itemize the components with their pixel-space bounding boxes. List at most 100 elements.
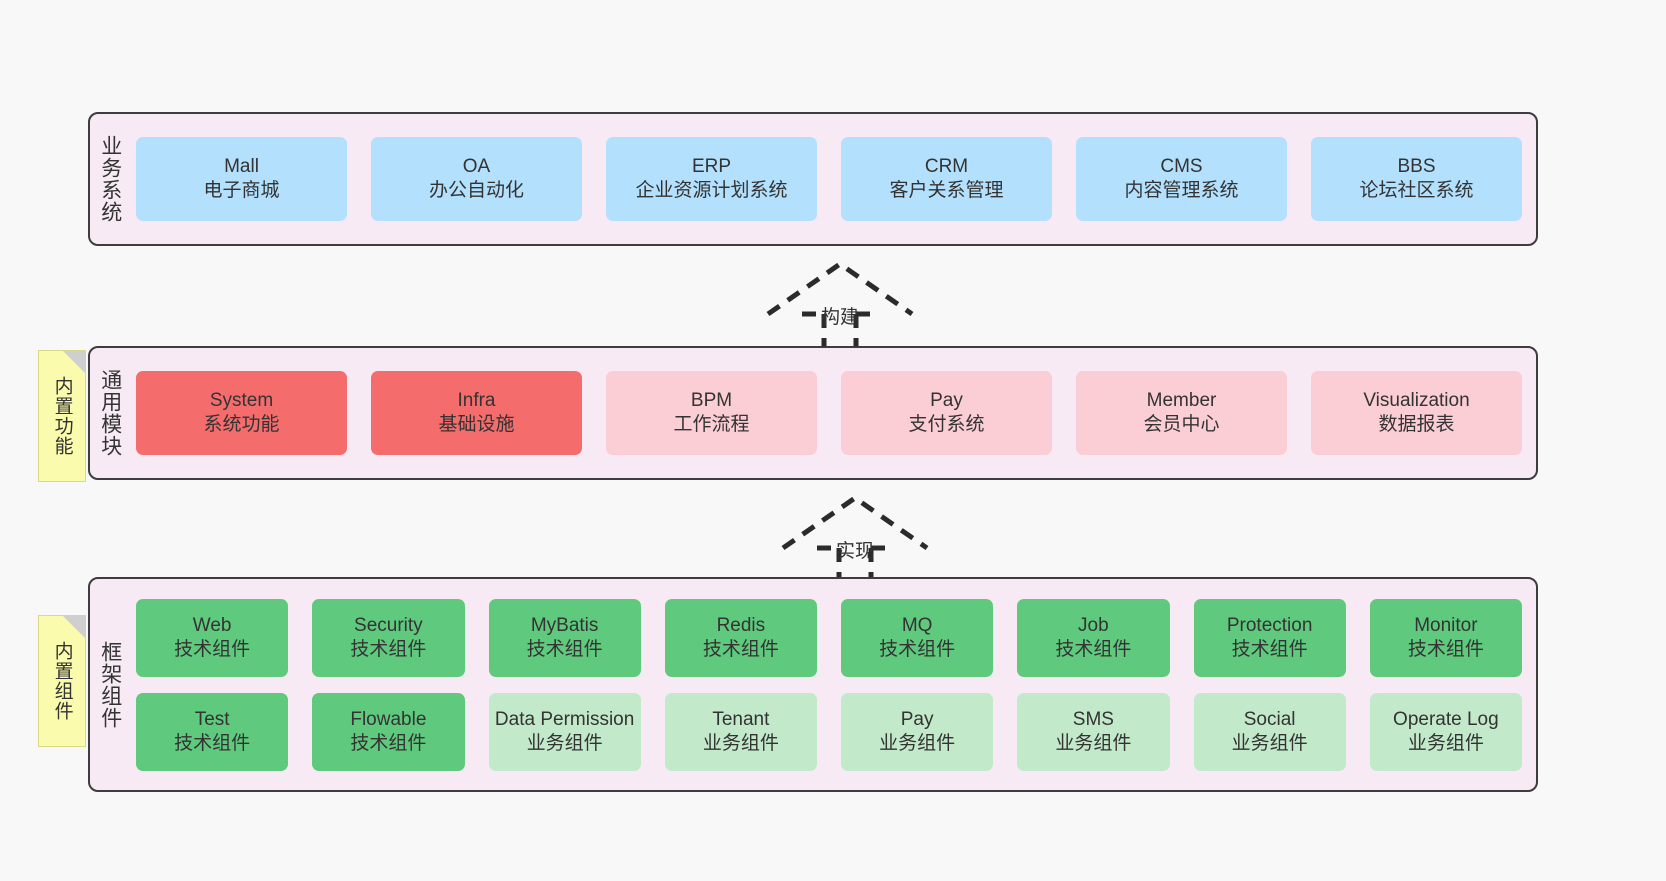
node-mq-cn: 技术组件	[879, 638, 956, 660]
node-job[interactable]: Job 技术组件	[1017, 598, 1170, 677]
node-pay-component[interactable]: Pay 业务组件	[841, 692, 994, 771]
node-crm-en: CRM	[924, 156, 969, 178]
node-protection[interactable]: Protection 技术组件	[1193, 598, 1346, 677]
node-pay-module-en: Pay	[930, 390, 963, 412]
node-tenant-en: Tenant	[712, 708, 770, 730]
node-mybatis[interactable]: MyBatis 技术组件	[488, 598, 641, 677]
node-security[interactable]: Security 技术组件	[312, 598, 465, 677]
node-monitor-en: Monitor	[1414, 614, 1478, 636]
node-visualization-en: Visualization	[1363, 390, 1470, 412]
node-sms-en: SMS	[1072, 708, 1114, 730]
node-operate-log-en: Operate Log	[1393, 708, 1499, 730]
node-bbs-en: BBS	[1397, 156, 1436, 178]
node-mybatis-en: MyBatis	[530, 614, 599, 636]
node-system-en: System	[209, 390, 274, 412]
node-flowable-en: Flowable	[350, 708, 427, 730]
node-web[interactable]: Web 技术组件	[136, 598, 289, 677]
node-pay-module-cn: 支付系统	[908, 414, 985, 435]
node-monitor[interactable]: Monitor 技术组件	[1369, 598, 1522, 677]
node-member-cn: 会员中心	[1143, 414, 1220, 435]
layer-common-modules: 通用模块 System 系统功能 Infra 基础设施 BPM 工作流程 Pay	[88, 346, 1538, 480]
common-modules-row: System 系统功能 Infra 基础设施 BPM 工作流程 Pay 支付系统…	[136, 371, 1522, 455]
node-mall-en: Mall	[224, 156, 259, 178]
node-redis-en: Redis	[716, 614, 766, 636]
node-sms[interactable]: SMS 业务组件	[1017, 692, 1170, 771]
layer-framework-components: 框架组件 Web 技术组件 Security 技术组件 MyBatis 技术组件…	[88, 577, 1538, 792]
business-systems-row: Mall 电子商城 OA 办公自动化 ERP 企业资源计划系统 CRM 客户关系…	[136, 137, 1522, 221]
framework-row-business: Test 技术组件 Flowable 技术组件 Data Permission …	[136, 692, 1522, 771]
note-builtin-features-label: 内置功能	[51, 376, 73, 456]
layer-business-systems-body: Mall 电子商城 OA 办公自动化 ERP 企业资源计划系统 CRM 客户关系…	[130, 114, 1536, 244]
node-job-cn: 技术组件	[1055, 638, 1132, 660]
connector-build-label: 构建	[820, 307, 860, 328]
node-member-en: Member	[1146, 390, 1217, 412]
node-system[interactable]: System 系统功能	[136, 371, 347, 455]
node-social-en: Social	[1243, 708, 1296, 730]
node-web-en: Web	[192, 614, 232, 636]
node-cms-cn: 内容管理系统	[1124, 180, 1239, 201]
node-mybatis-cn: 技术组件	[526, 638, 603, 660]
node-crm[interactable]: CRM 客户关系管理	[841, 137, 1052, 221]
node-system-cn: 系统功能	[203, 414, 280, 435]
node-social-cn: 业务组件	[1231, 732, 1308, 754]
node-pay-component-en: Pay	[900, 708, 934, 730]
node-tenant-cn: 业务组件	[702, 732, 779, 754]
node-flowable-cn: 技术组件	[350, 732, 427, 754]
node-bpm[interactable]: BPM 工作流程	[606, 371, 817, 455]
node-protection-en: Protection	[1226, 614, 1313, 636]
layer-common-modules-label: 通用模块	[98, 369, 122, 457]
node-redis[interactable]: Redis 技术组件	[664, 598, 817, 677]
node-oa-cn: 办公自动化	[428, 180, 524, 201]
layer-business-systems-label: 业务系统	[98, 135, 122, 223]
node-pay-module[interactable]: Pay 支付系统	[841, 371, 1052, 455]
node-mq[interactable]: MQ 技术组件	[841, 598, 994, 677]
node-test-cn: 技术组件	[174, 732, 251, 754]
node-data-permission-en: Data Permission	[494, 708, 635, 730]
node-tenant[interactable]: Tenant 业务组件	[664, 692, 817, 771]
node-mq-en: MQ	[901, 614, 933, 636]
layer-framework-components-label: 框架组件	[98, 640, 122, 729]
node-security-cn: 技术组件	[350, 638, 427, 660]
node-operate-log-cn: 业务组件	[1407, 732, 1484, 754]
node-mall-cn: 电子商城	[203, 180, 280, 201]
layer-business-systems: 业务系统 Mall 电子商城 OA 办公自动化 ERP 企业资源计划系统 CRM	[88, 112, 1538, 246]
node-bpm-cn: 工作流程	[673, 414, 750, 435]
node-social[interactable]: Social 业务组件	[1193, 692, 1346, 771]
node-member[interactable]: Member 会员中心	[1076, 371, 1287, 455]
node-redis-cn: 技术组件	[702, 638, 779, 660]
node-oa[interactable]: OA 办公自动化	[371, 137, 582, 221]
node-bbs[interactable]: BBS 论坛社区系统	[1311, 137, 1522, 221]
node-cms[interactable]: CMS 内容管理系统	[1076, 137, 1287, 221]
node-oa-en: OA	[462, 156, 491, 178]
node-flowable[interactable]: Flowable 技术组件	[312, 692, 465, 771]
node-sms-cn: 业务组件	[1055, 732, 1132, 754]
node-web-cn: 技术组件	[174, 638, 251, 660]
note-builtin-features: 内置功能	[38, 350, 86, 482]
node-data-permission[interactable]: Data Permission 业务组件	[488, 692, 641, 771]
node-protection-cn: 技术组件	[1231, 638, 1308, 660]
node-infra-cn: 基础设施	[438, 414, 515, 435]
connector-implement-label: 实现	[835, 541, 875, 562]
node-visualization-cn: 数据报表	[1378, 414, 1455, 435]
node-cms-en: CMS	[1160, 156, 1203, 178]
node-job-en: Job	[1078, 614, 1109, 636]
node-visualization[interactable]: Visualization 数据报表	[1311, 371, 1522, 455]
node-mall[interactable]: Mall 电子商城	[136, 137, 347, 221]
node-bpm-en: BPM	[690, 390, 733, 412]
node-data-permission-cn: 业务组件	[526, 732, 603, 754]
framework-row-tech: Web 技术组件 Security 技术组件 MyBatis 技术组件 Redi…	[136, 598, 1522, 677]
layer-framework-components-body: Web 技术组件 Security 技术组件 MyBatis 技术组件 Redi…	[130, 579, 1536, 790]
note-builtin-components: 内置组件	[38, 615, 86, 747]
node-erp[interactable]: ERP 企业资源计划系统	[606, 137, 817, 221]
node-test[interactable]: Test 技术组件	[136, 692, 289, 771]
node-crm-cn: 客户关系管理	[889, 180, 1004, 201]
node-pay-component-cn: 业务组件	[879, 732, 956, 754]
node-test-en: Test	[194, 708, 230, 730]
note-builtin-components-label: 内置组件	[51, 641, 73, 721]
layer-common-modules-body: System 系统功能 Infra 基础设施 BPM 工作流程 Pay 支付系统…	[130, 348, 1536, 478]
node-operate-log[interactable]: Operate Log 业务组件	[1369, 692, 1522, 771]
node-bbs-cn: 论坛社区系统	[1359, 180, 1474, 201]
node-monitor-cn: 技术组件	[1407, 638, 1484, 660]
node-infra[interactable]: Infra 基础设施	[371, 371, 582, 455]
